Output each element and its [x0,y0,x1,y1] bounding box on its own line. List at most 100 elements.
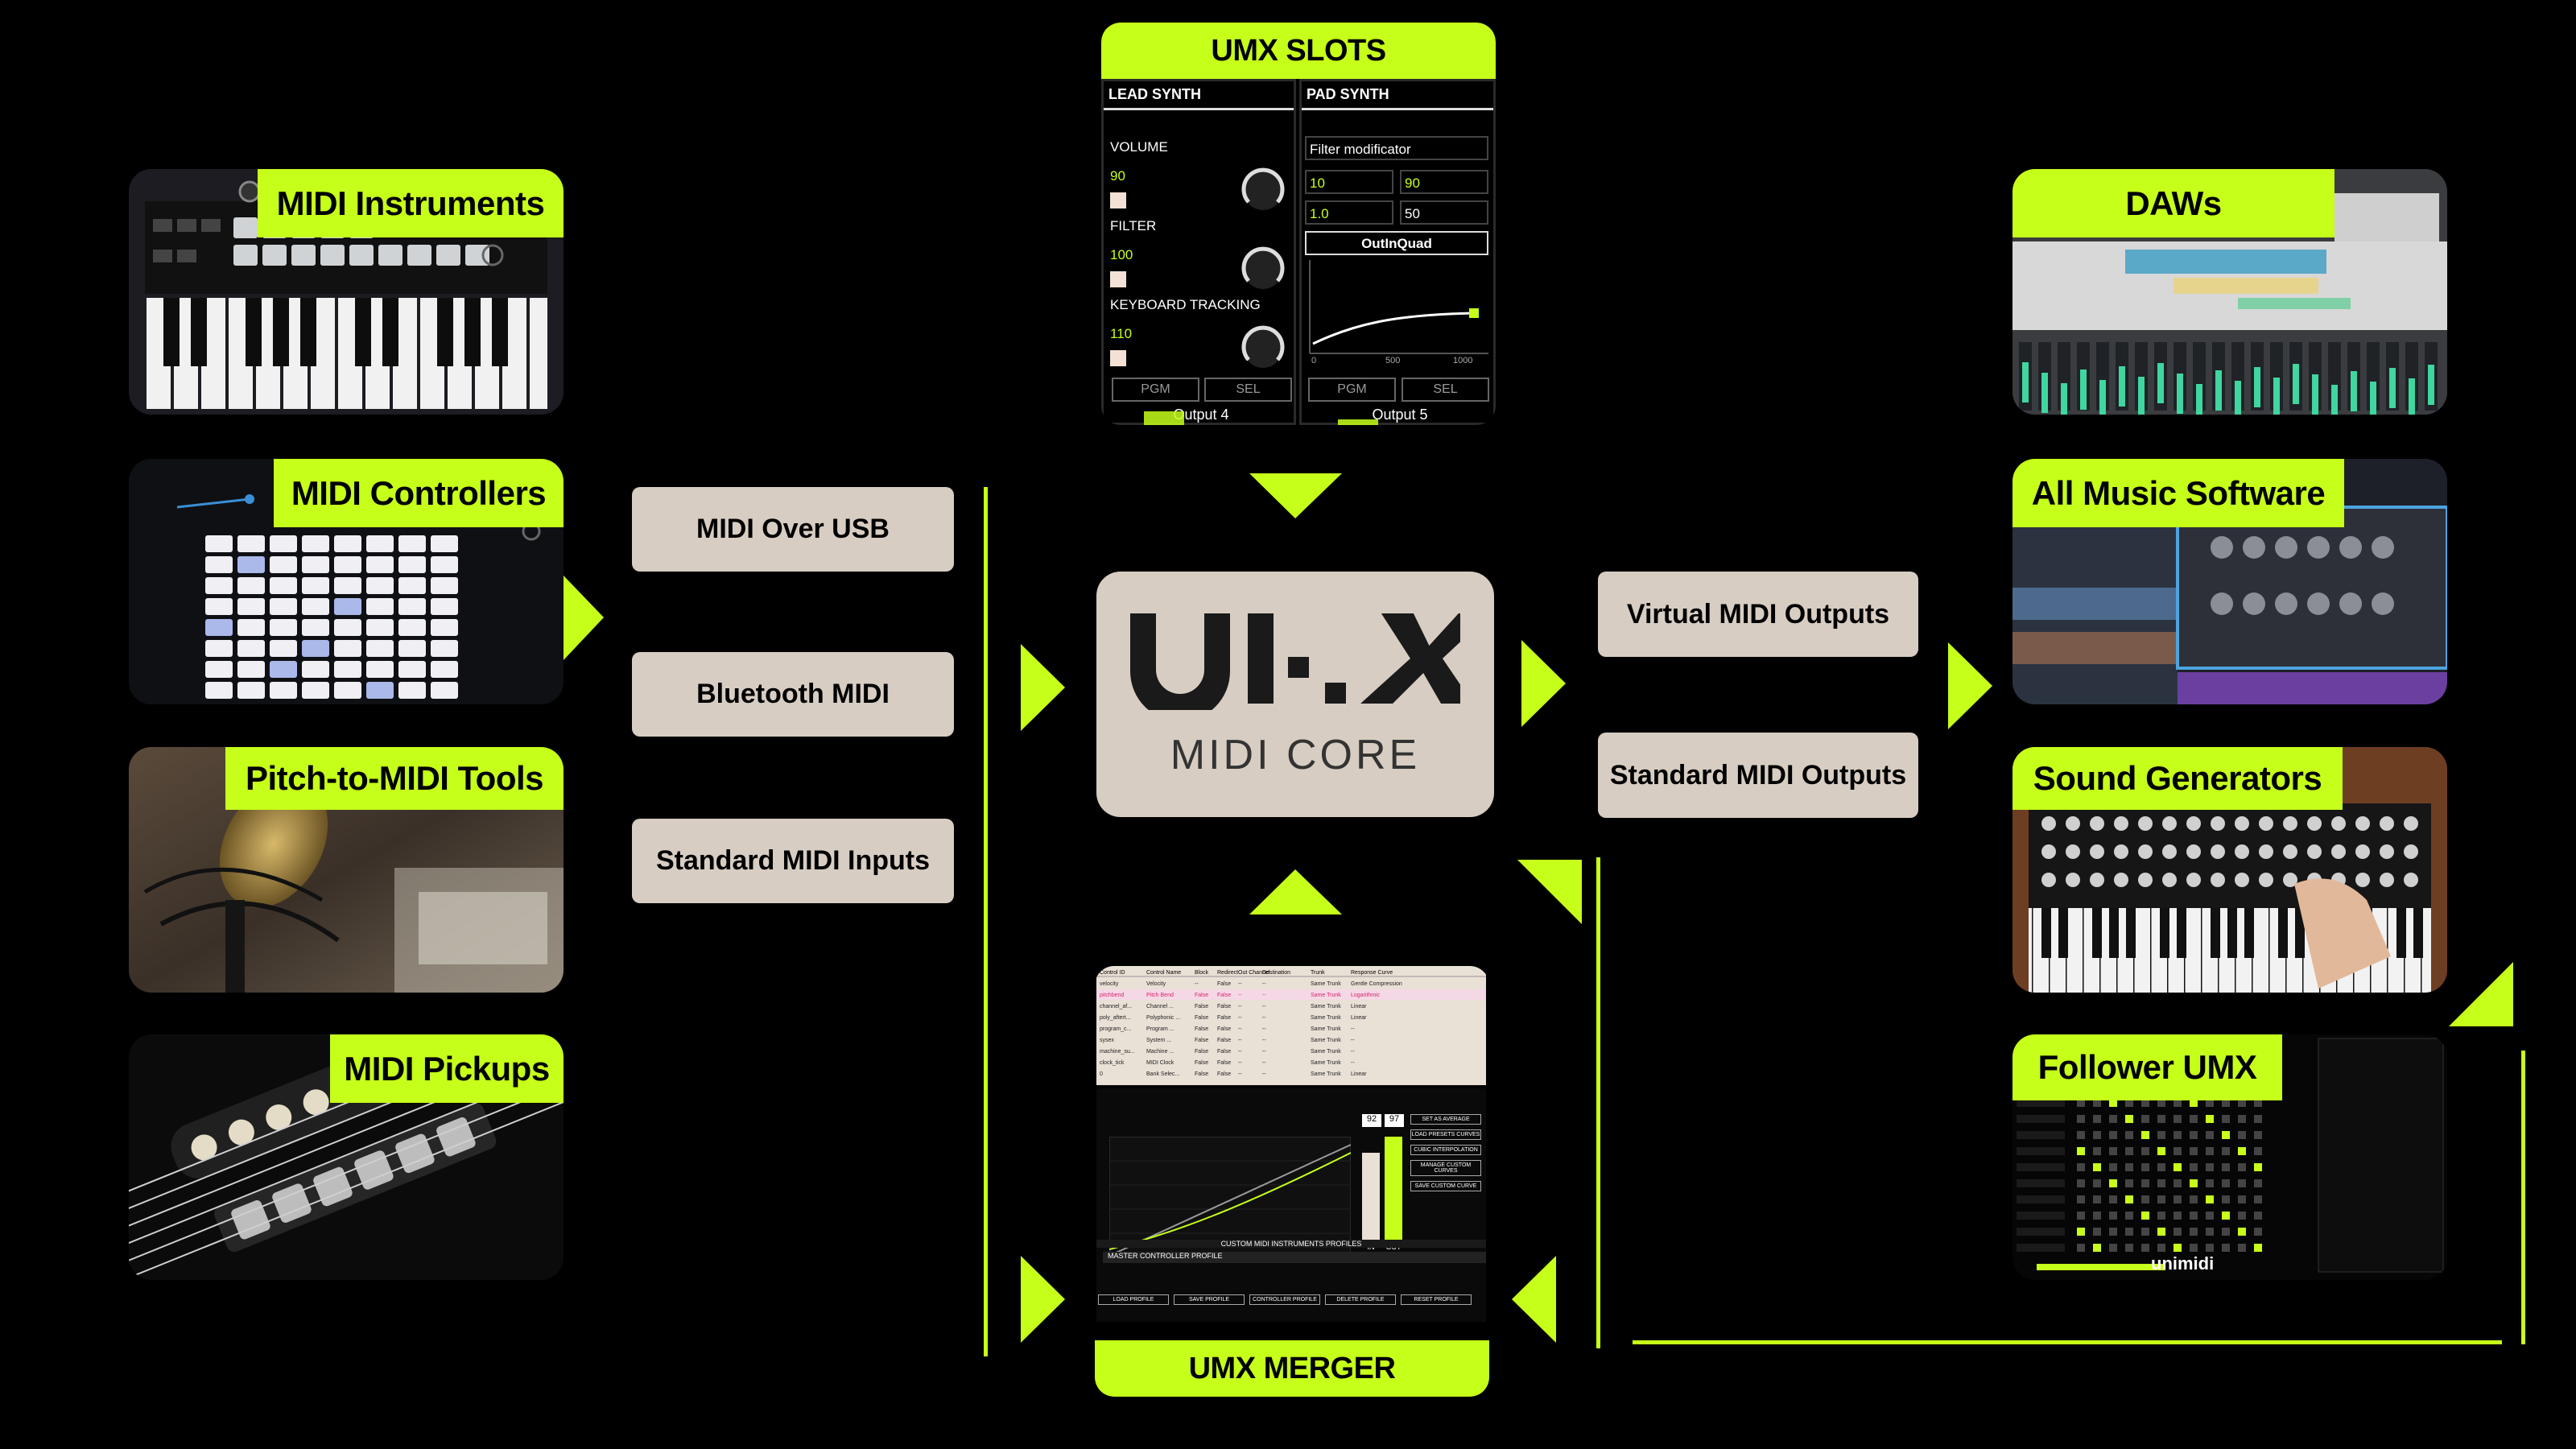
corner-arrow-icon [2449,962,2513,1026]
arrow-right-icon [1021,1256,1065,1343]
pad-button [237,535,265,552]
profile-buttons: LOAD PROFILE SAVE PROFILE CONTROLLER PROFI… [1098,1294,1488,1311]
table-cell: -- [1262,993,1266,998]
table-cell: program_c... [1100,1026,1131,1032]
pad-value-1[interactable]: 10 [1305,170,1393,194]
table-header: Out Channel [1238,970,1270,976]
pad-button [398,682,426,699]
table-cell: Same Trunk [1311,1071,1341,1077]
sel-button[interactable]: SEL [1204,378,1292,402]
profile-button[interactable]: RESET PROFILE [1401,1294,1472,1305]
table-cell: sysex [1100,1038,1114,1043]
pad-button [334,598,361,615]
checkbox[interactable] [1110,271,1126,287]
pad-button [366,661,394,678]
curve-button[interactable]: SET AS AVERAGE [1410,1114,1481,1125]
midi-instruments-card[interactable]: MIDI Instruments [129,169,564,415]
profile-item[interactable]: MASTER CONTROLLER PROFILE [1103,1252,1486,1263]
sel-button[interactable]: SEL [1402,378,1489,402]
curve-button[interactable]: SAVE CUSTOM CURVE [1410,1181,1481,1191]
curve-button[interactable]: MANAGE CUSTOM CURVES [1410,1160,1481,1176]
pitch-to-midi-card[interactable]: Pitch-to-MIDI Tools [129,747,564,993]
table-cell: -- [1262,1038,1266,1043]
table-cell: Same Trunk [1311,1015,1341,1021]
pad-button [270,577,297,594]
profile-button[interactable]: LOAD PROFILE [1098,1294,1169,1305]
pad-button [431,682,458,699]
curve-button[interactable]: CUBIC INTERPOLATION [1410,1145,1481,1155]
table-cell: False [1195,1004,1208,1009]
pitch-to-midi-label: Pitch-to-MIDI Tools [225,747,564,810]
table-cell: Linear [1351,1004,1367,1009]
follower-umx-card[interactable]: Follower UMX unimidi [2013,1034,2447,1280]
input-type-bluetooth: Bluetooth MIDI [632,652,954,737]
pad-button [334,640,361,657]
table-cell: Same Trunk [1311,1049,1341,1055]
profile-button[interactable]: DELETE PROFILE [1325,1294,1396,1305]
sound-generators-card[interactable]: Sound Generators [2013,747,2447,993]
table-cell: -- [1262,1060,1266,1066]
table-cell: -- [1238,1004,1242,1009]
pad-value-2[interactable]: 90 [1400,170,1488,194]
knob-icon[interactable] [1239,324,1287,373]
pad-button [237,661,265,678]
table-cell: Same Trunk [1311,1038,1341,1043]
midi-pickups-card[interactable]: MIDI Pickups [129,1034,564,1280]
table-cell: False [1217,993,1231,998]
curve-button[interactable]: LOAD PRESETS CURVES [1410,1129,1481,1140]
pad-button [334,682,361,699]
pad-value-3[interactable]: 1.0 [1305,200,1393,225]
table-cell: -- [1238,1038,1242,1043]
pad-synth-slot[interactable]: PAD SYNTH Filter modificator 10 90 1.0 5… [1299,79,1496,425]
midi-core-subtitle: MIDI CORE [1170,732,1421,778]
table-cell: False [1217,1038,1231,1043]
table-cell: clock_tick [1100,1060,1125,1066]
unimidi-brand: unimidi [2151,1253,2215,1274]
table-cell: False [1217,1060,1231,1066]
knob-icon[interactable] [1239,167,1287,215]
table-cell: False [1195,1071,1208,1077]
pgm-button[interactable]: PGM [1308,378,1396,402]
pad-button [334,556,361,573]
table-cell: False [1217,981,1231,987]
music-software-card[interactable]: All Music Software [2013,459,2447,704]
param-keyboard-tracking: KEYBOARD TRACKING 110 [1110,297,1261,366]
input-type-usb: MIDI Over USB [632,487,954,572]
umx-slots-title: UMX SLOTS [1101,23,1496,79]
table-cell: channel_af... [1100,1004,1132,1009]
output-bracket-line [1596,857,1600,1348]
pad-button [431,577,458,594]
midi-core-box[interactable]: MIDI CORE [1096,572,1494,817]
table-header: Destination [1262,970,1290,976]
table-cell: Bank Selec... [1146,1071,1179,1077]
pgm-button[interactable]: PGM [1112,378,1199,402]
filter-modificator-label: Filter modificator [1305,136,1488,160]
table-cell: Linear [1351,1015,1367,1021]
axis-tick-0: 0 [1311,356,1316,365]
follower-umx-label: Follower UMX [2013,1034,2282,1100]
lead-synth-slot[interactable]: LEAD SYNTH VOLUME 90 FILTER 100 KEYBOARD… [1101,79,1296,425]
axis-tick-500: 500 [1385,356,1400,365]
arrow-right-icon [1021,644,1065,731]
table-header: Block [1195,970,1209,976]
table-cell: False [1195,1015,1208,1021]
daws-card[interactable]: DAWs [2013,169,2447,415]
checkbox[interactable] [1110,192,1126,208]
profile-button[interactable]: CONTROLLER PROFILE [1249,1294,1320,1305]
umx-slots-panel: UMX SLOTS LEAD SYNTH VOLUME 90 FILTER 10… [1101,23,1496,425]
table-header: Control Name [1146,970,1181,976]
curve-selector[interactable]: OutInQuad [1305,231,1488,255]
table-cell: False [1195,1026,1208,1032]
knob-icon[interactable] [1239,246,1287,294]
meter-out-bar [1385,1137,1402,1241]
table-cell: -- [1262,1049,1266,1055]
pad-button [237,682,265,699]
pad-button [205,619,233,636]
profile-button[interactable]: SAVE PROFILE [1174,1294,1245,1305]
checkbox[interactable] [1110,350,1126,366]
midi-controllers-card[interactable]: MIDI Controllers [129,459,564,704]
pad-button [366,556,394,573]
pad-button [431,556,458,573]
pad-value-4[interactable]: 50 [1400,200,1488,225]
